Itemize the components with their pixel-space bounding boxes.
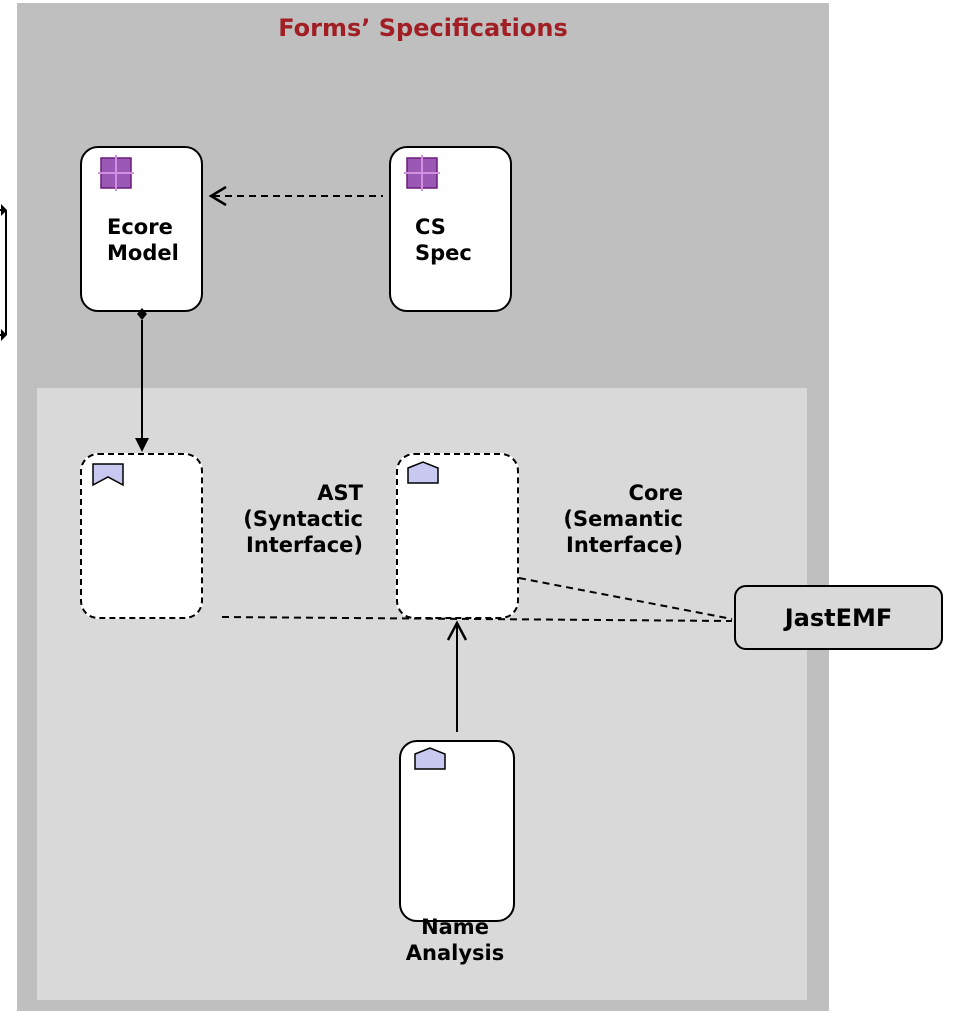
name-analysis-label-line1: Name [421, 915, 489, 939]
core-label: Core (Semantic Interface) [520, 480, 683, 558]
ast-label-line2: (Syntactic [243, 507, 363, 531]
ecore-model-label-line2: Model [107, 241, 179, 265]
core-label-line1: Core [628, 481, 683, 505]
ast-label-line3: Interface) [246, 533, 363, 557]
ecore-model-label-line1: Ecore [107, 215, 173, 239]
ast-label: AST (Syntactic Interface) [205, 480, 363, 558]
package-grid-icon [404, 155, 440, 191]
name-analysis-node[interactable] [399, 740, 515, 922]
name-analysis-label-line2: Analysis [405, 941, 505, 965]
ast-node[interactable] [80, 453, 203, 619]
jastemf-connections [221, 577, 733, 622]
ribbon-flag-icon [92, 463, 124, 487]
ecore-to-ast-arrow [135, 308, 149, 452]
core-label-line2: (Semantic [563, 507, 683, 531]
house-tab-icon [407, 461, 439, 484]
cs-spec-label-line2: Spec [415, 241, 472, 265]
core-label-line3: Interface) [566, 533, 683, 557]
cs-spec-label-line1: CS [415, 215, 446, 239]
house-tab-icon [414, 747, 446, 770]
cs-spec-label: CS Spec [415, 214, 472, 266]
cs-spec-to-ecore-arrow [208, 185, 383, 207]
diagram-title: Forms’ Specifications [278, 14, 568, 42]
package-grid-icon [98, 155, 134, 191]
jastemf-node[interactable]: JastEMF [734, 585, 943, 650]
jastemf-label: JastEMF [784, 603, 893, 632]
ast-label-line1: AST [317, 481, 363, 505]
name-analysis-to-core-arrow [446, 620, 468, 732]
name-analysis-label: Name Analysis [380, 914, 530, 966]
ecore-model-label: Ecore Model [107, 214, 179, 266]
left-edge-bracket [0, 204, 7, 341]
